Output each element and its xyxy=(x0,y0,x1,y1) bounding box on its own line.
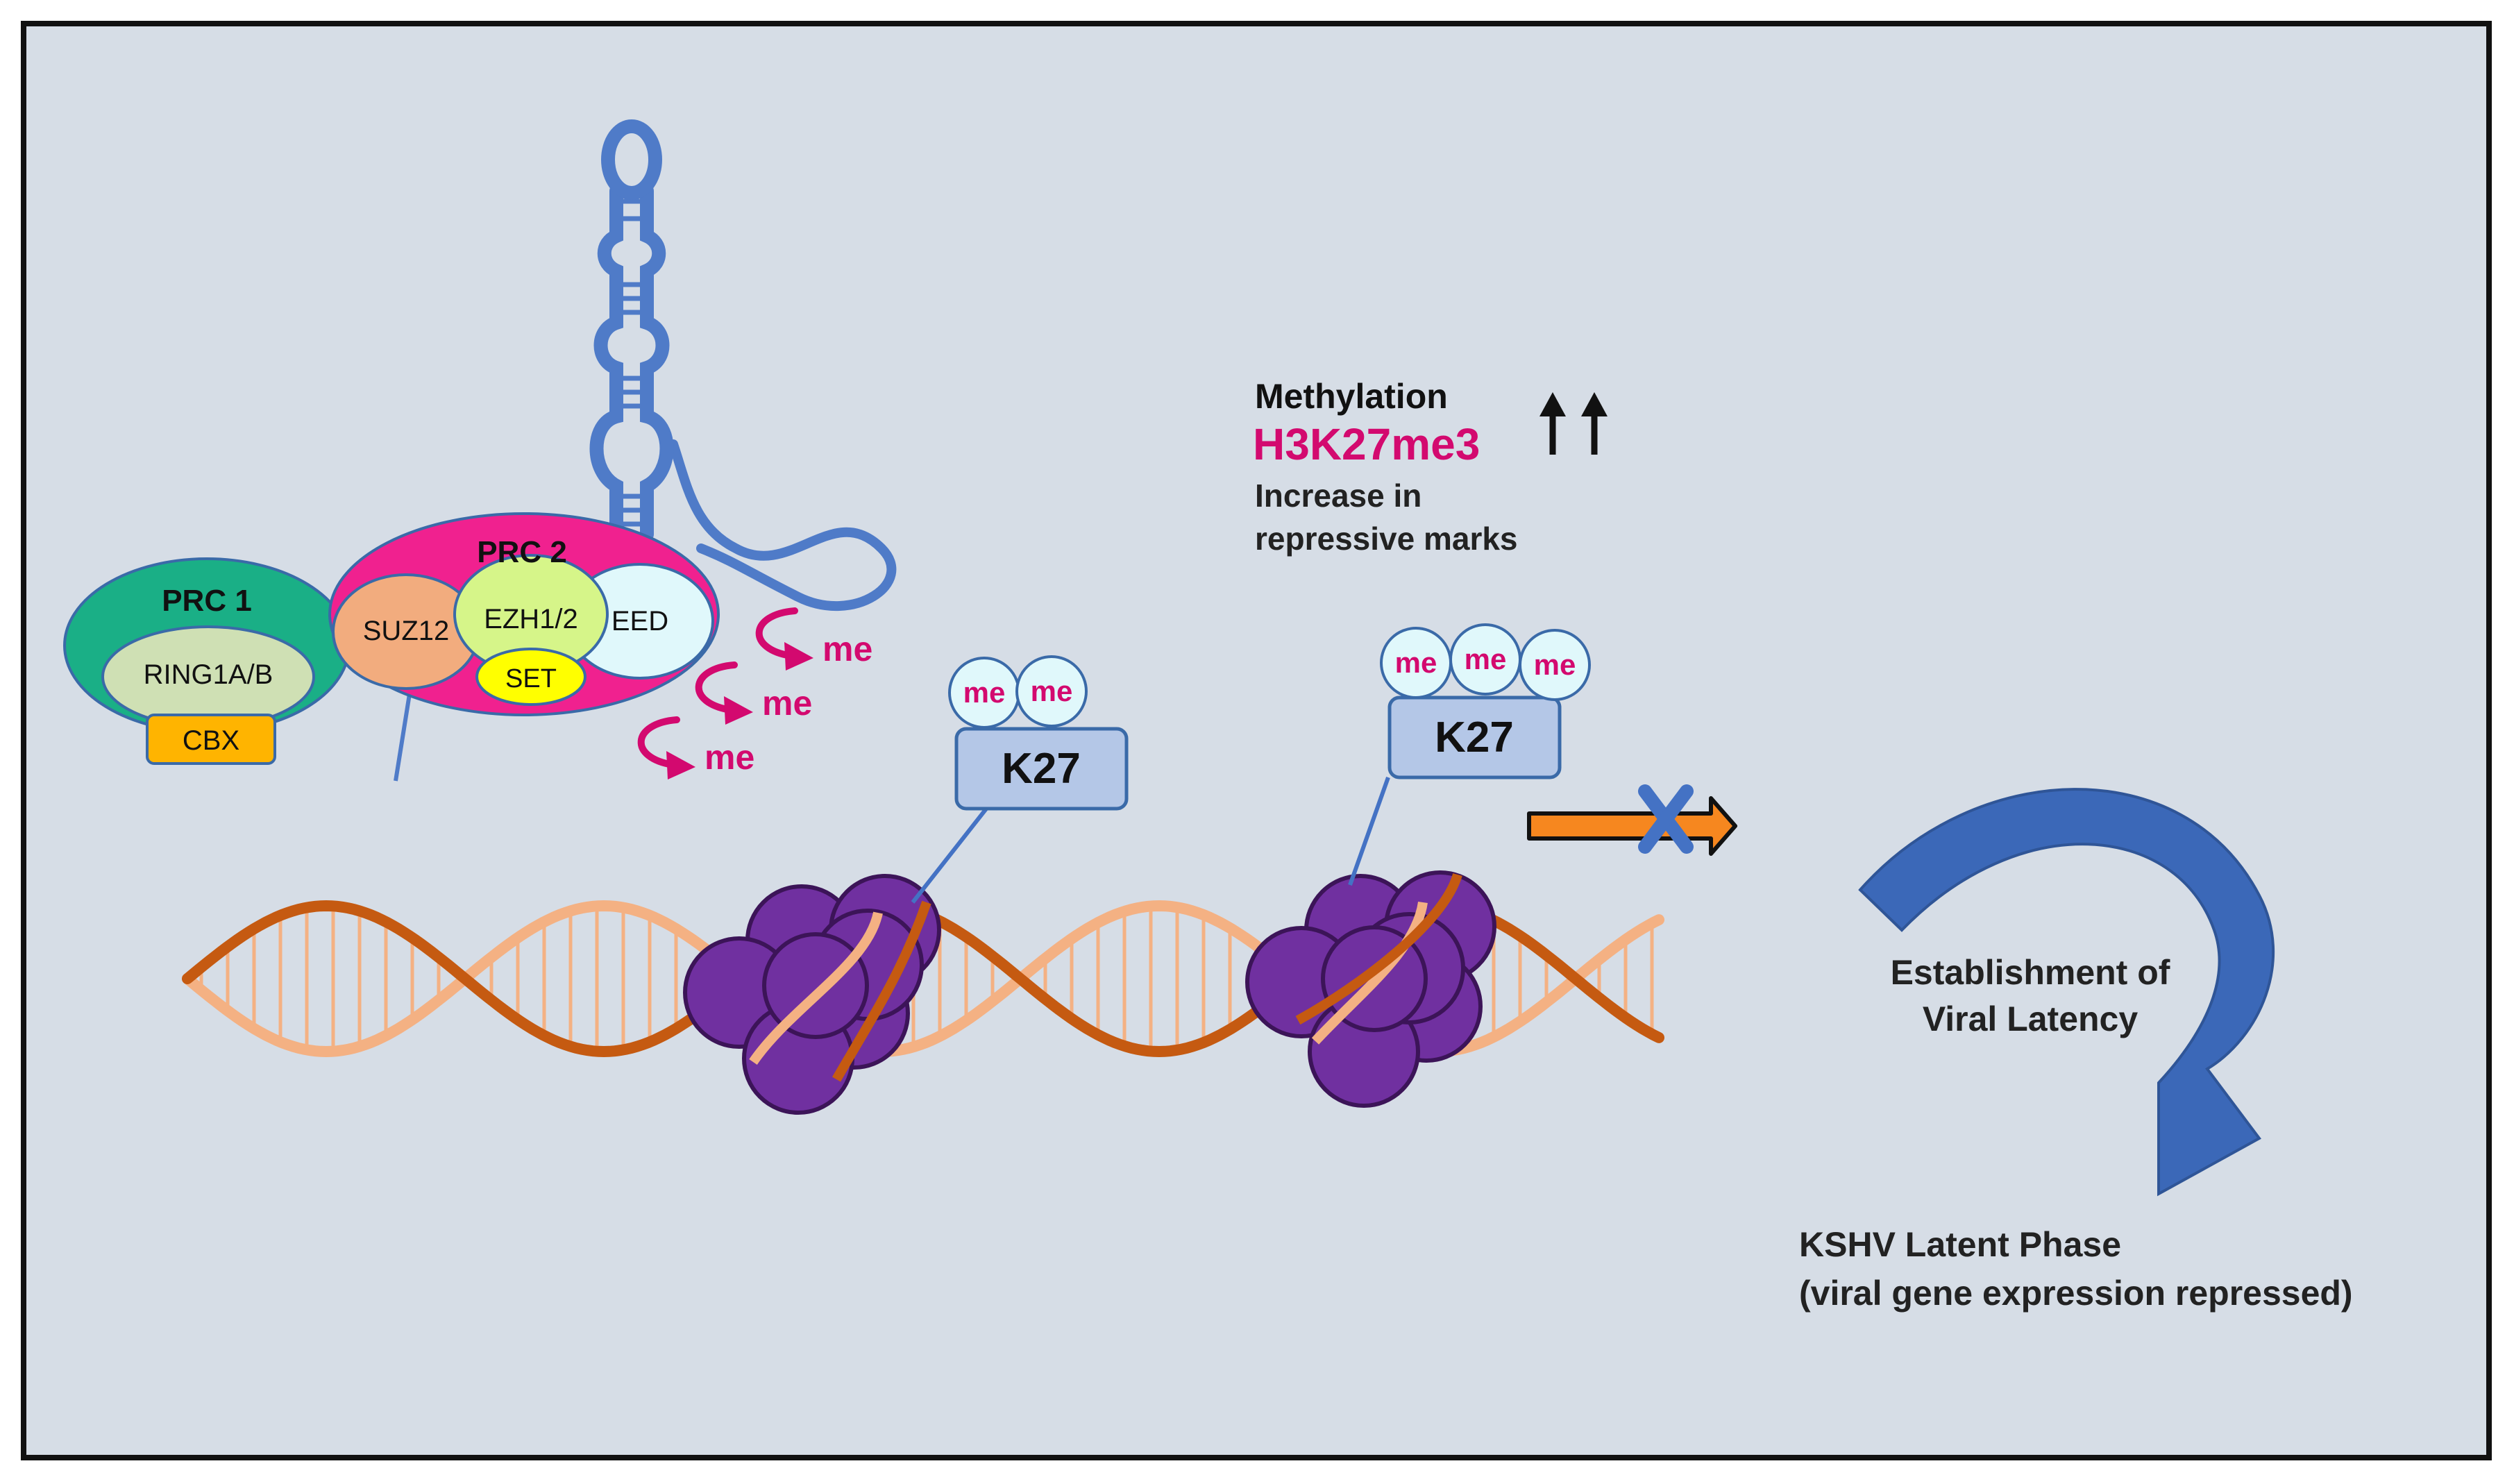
lncrna-stem-loop xyxy=(394,119,897,782)
k27-2-me-2: me xyxy=(1465,643,1507,675)
figure-frame xyxy=(21,21,2492,1460)
k27-marks-2: me me me xyxy=(1380,623,1591,701)
k27-box-1: K27 xyxy=(954,727,1129,811)
latency-curved-arrow xyxy=(1858,788,2275,1197)
k27-marks-1: me me xyxy=(948,655,1088,729)
outcome-line-2: (viral gene expression repressed) xyxy=(1799,1274,2353,1313)
k27-1-me-1: me xyxy=(963,676,1006,709)
block-x-icon xyxy=(1638,784,1694,854)
suz12-label: SUZ12 xyxy=(363,616,450,646)
ring1-label: RING1A/B xyxy=(144,659,273,690)
latency-line-2: Viral Latency xyxy=(1923,1000,2138,1038)
increase-line-2: repressive marks xyxy=(1255,521,1518,557)
methylation-note: Methylation H3K27me3 Increase in repress… xyxy=(1253,377,1608,557)
methyl-group-3: me xyxy=(705,738,754,777)
nucleosome-2-dna-wrap-light xyxy=(1311,901,1428,1045)
nucleosome-2-dna-wrap-dark xyxy=(1295,872,1462,1025)
methyl-transfer-arrows xyxy=(637,607,798,768)
blocked-transcription-arrow xyxy=(1527,784,1737,856)
k27-2-me-1: me xyxy=(1395,646,1437,679)
set-label: SET xyxy=(505,664,557,693)
outcome-line-1: KSHV Latent Phase xyxy=(1799,1225,2121,1264)
increase-arrows-icon xyxy=(1539,392,1608,455)
prc2-complex: PRC 2 SUZ12 EZH1/2 EED SET xyxy=(328,512,720,716)
set-domain xyxy=(475,648,587,706)
cbx-label: CBX xyxy=(183,725,239,756)
latency-line-1: Establishment of xyxy=(1891,953,2170,992)
nucleosome-1-dna-wrap-dark xyxy=(832,900,931,1082)
prc2-title: PRC 2 xyxy=(477,535,567,569)
k27-label-1: K27 xyxy=(1002,745,1081,793)
histone-tail-2 xyxy=(1348,776,1390,886)
increase-line-1: Increase in xyxy=(1255,478,1421,514)
h3k27me3-label: H3K27me3 xyxy=(1253,419,1480,469)
k27-2-me-3: me xyxy=(1534,648,1576,681)
methyl-arrowheads xyxy=(666,642,813,779)
eed-label: EED xyxy=(611,606,668,636)
k27-label-2: K27 xyxy=(1435,714,1514,761)
nucleosome-2 xyxy=(1245,870,1496,1108)
prc1-title: PRC 1 xyxy=(162,584,252,618)
methylation-heading: Methylation xyxy=(1255,377,1448,416)
histone-tail-1 xyxy=(911,804,991,904)
k27-1-me-2: me xyxy=(1031,675,1073,707)
ezh-label: EZH1/2 xyxy=(484,604,578,634)
k27-box-2: K27 xyxy=(1387,695,1562,779)
nucleosome-1-dna-wrap-light xyxy=(749,911,883,1065)
methyl-group-1: me xyxy=(822,630,872,668)
cbx-subunit xyxy=(146,714,276,765)
methyl-group-2: me xyxy=(762,684,812,723)
